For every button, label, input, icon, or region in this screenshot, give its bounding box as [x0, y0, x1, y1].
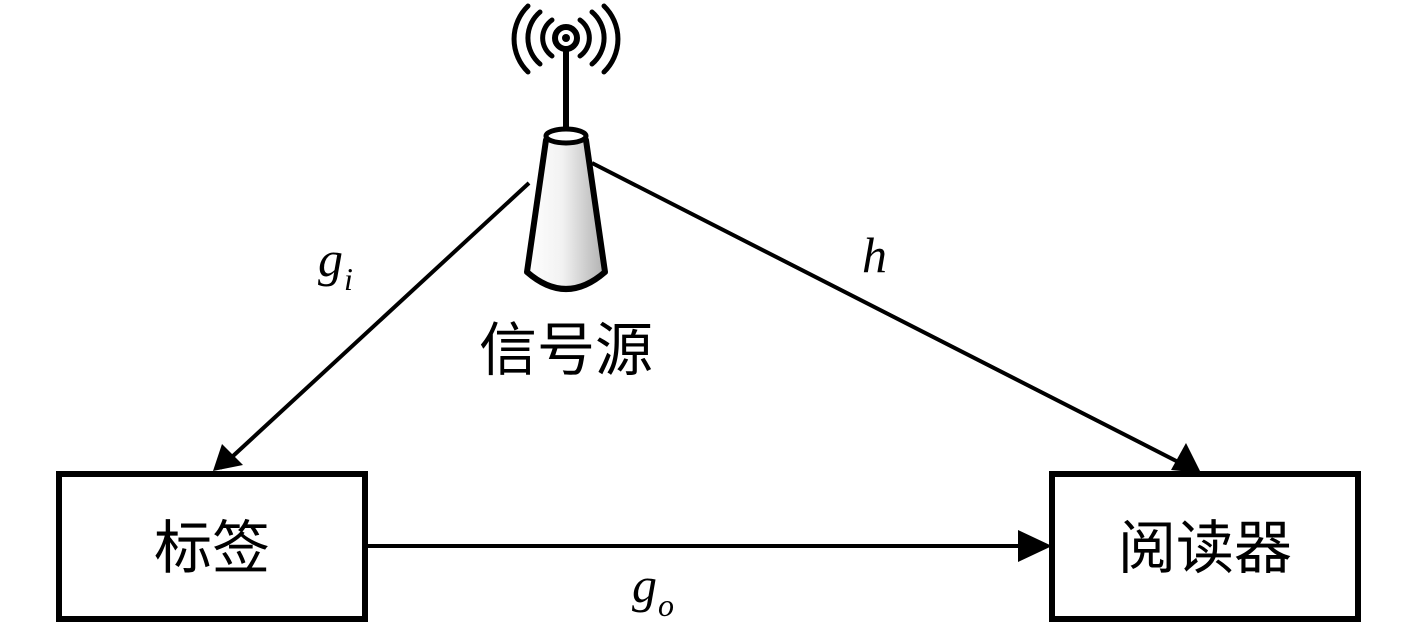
signal-waves-icon: [511, 3, 621, 75]
edge-source-to-tag: [218, 181, 531, 470]
arrowhead-tag-to-reader: [1018, 530, 1052, 562]
edge-label-gi: g i: [318, 231, 353, 297]
edge-label-gi-subscript: i: [344, 261, 353, 297]
tag-label: 标签: [154, 514, 270, 582]
tag-box: [56, 471, 368, 622]
edge-label-gi-symbol: g: [318, 231, 343, 287]
reader-label: 阅读器: [1118, 514, 1292, 582]
radio-antenna-icon: [511, 3, 621, 292]
edge-label-go-subscript: o: [658, 587, 674, 623]
edge-label-go: g o: [632, 557, 674, 623]
reader-box: [1049, 471, 1361, 622]
source-label: 信号源: [479, 316, 653, 384]
edge-source-to-reader: [591, 161, 1189, 469]
edge-label-h-symbol: h: [862, 227, 887, 283]
arrowhead-tag: [213, 444, 243, 471]
arrowhead-reader: [1171, 443, 1201, 473]
edge-label-go-symbol: g: [632, 557, 657, 613]
edge-label-h: h: [862, 227, 887, 283]
